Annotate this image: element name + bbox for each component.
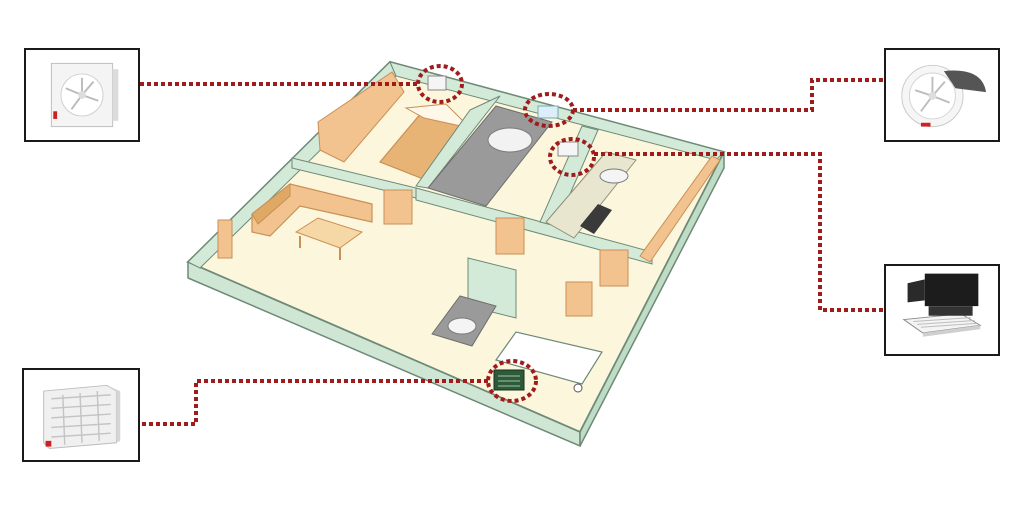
bathroom-vent-unit [537, 105, 559, 119]
coffee-table [294, 217, 364, 249]
kitchen-vent-unit [557, 141, 579, 157]
wall-window-fan-card[interactable] [24, 48, 140, 142]
outer-wall-right-front [579, 151, 725, 447]
kitchen-exhaust-fan-icon [43, 384, 121, 450]
kitchen-sink [599, 168, 629, 184]
entry-vent-hotspot[interactable] [486, 359, 538, 403]
round-window-fan-card[interactable] [884, 48, 1000, 142]
kitchen-range-fan-card[interactable] [22, 368, 140, 462]
ceiling-duct-fan-card[interactable] [884, 264, 1000, 356]
square-exhaust-fan-icon [50, 62, 119, 128]
bedroom-vent-hotspot[interactable] [416, 64, 464, 104]
kitchen-vent-hotspot[interactable] [548, 137, 596, 177]
sofa-back [251, 182, 291, 225]
kitchen-wood-wall [639, 155, 721, 263]
bedroom-vent-unit [427, 75, 447, 91]
toilet-basin [447, 317, 477, 335]
round-exhaust-fan-icon [901, 64, 987, 128]
bathroom-vent-hotspot[interactable] [523, 92, 575, 128]
door-living [383, 189, 413, 225]
door-kitchen [599, 249, 629, 287]
kitchen-stove [580, 204, 612, 234]
door-living-left [217, 219, 233, 259]
entry-light [573, 383, 583, 393]
wash-basin [487, 127, 533, 153]
ceiling-ventilation-fan-icon [902, 273, 982, 337]
door-toilet [565, 281, 593, 317]
kitchen-vent-connector [594, 152, 884, 312]
entry-vent-connector [140, 379, 488, 426]
bathroom-vent-connector [573, 78, 884, 112]
entry-vent-unit [493, 369, 525, 391]
door-bath [495, 217, 525, 255]
bedroom-wardrobe [317, 71, 405, 163]
entry-floor [495, 331, 603, 385]
